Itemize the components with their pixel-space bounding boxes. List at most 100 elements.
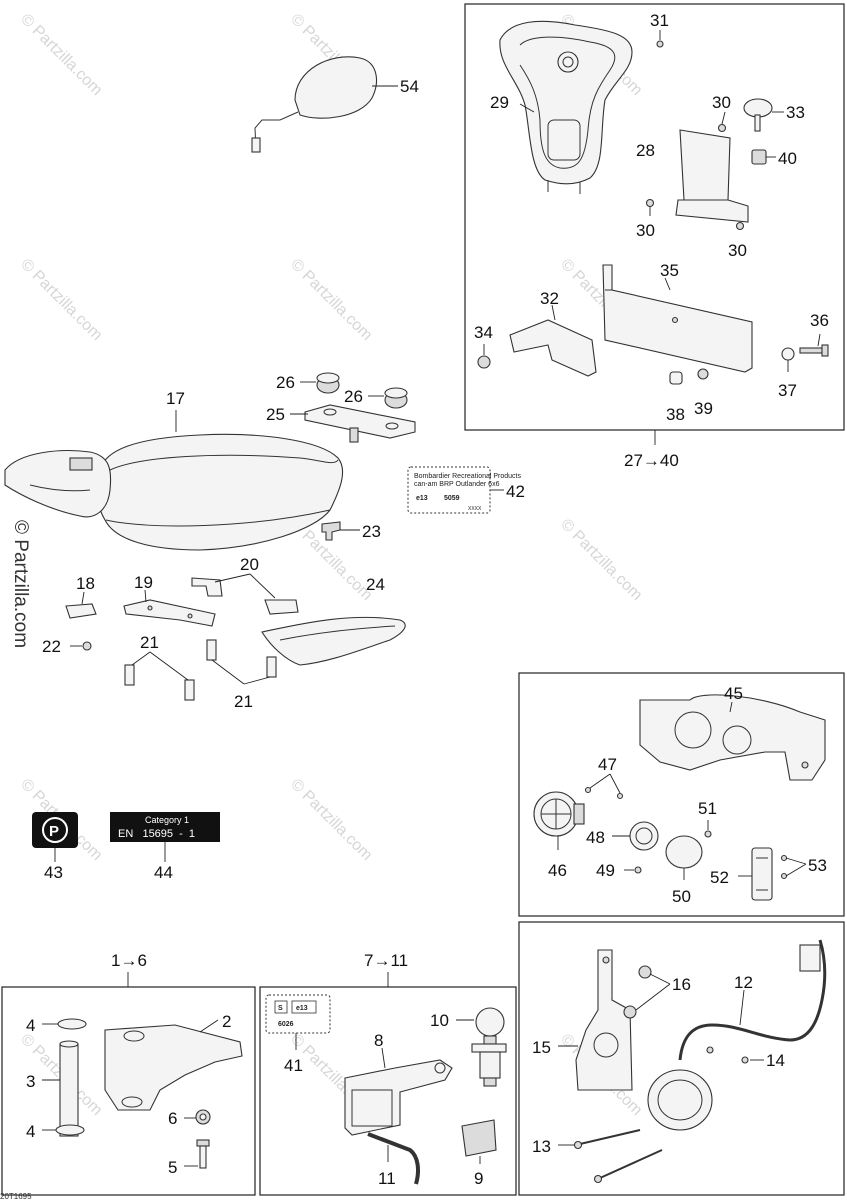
part-36-bolt[interactable] (799, 344, 829, 357)
part-22-nut[interactable] (82, 641, 92, 651)
callout-12[interactable]: 12 (734, 973, 753, 992)
callout-26-b[interactable]: 26 (344, 387, 363, 406)
callout-30-c[interactable]: 30 (728, 241, 747, 260)
callout-35[interactable]: 35 (660, 261, 679, 280)
part-50-lens[interactable] (665, 835, 703, 869)
callout-2[interactable]: 2 (222, 1012, 231, 1031)
part-51-screw[interactable] (704, 830, 712, 838)
part-4-clamp-bottom[interactable] (55, 1124, 85, 1136)
callout-49[interactable]: 49 (596, 861, 615, 880)
callout-7-11[interactable]: 7→11 (364, 951, 408, 970)
part-49-screw[interactable] (634, 866, 642, 874)
part-28-bracket[interactable] (675, 129, 749, 223)
part-14-nuts[interactable] (706, 1046, 749, 1064)
part-20-bracket-b[interactable] (264, 599, 299, 615)
callout-28[interactable]: 28 (636, 141, 655, 160)
callout-44[interactable]: 44 (154, 863, 173, 882)
part-26-grommet-b[interactable] (384, 387, 408, 409)
part-2-hitch-bracket[interactable] (104, 1024, 243, 1111)
callout-8[interactable]: 8 (374, 1031, 383, 1050)
part-13-screws[interactable] (573, 1129, 663, 1184)
callout-6[interactable]: 6 (168, 1109, 177, 1128)
part-43-park-decal[interactable]: P (32, 812, 78, 848)
part-16-nuts[interactable] (623, 965, 652, 1019)
callout-4-a[interactable]: 4 (26, 1016, 35, 1035)
callout-53[interactable]: 53 (808, 856, 827, 875)
part-3-pin[interactable] (59, 1040, 79, 1137)
part-44-category-decal[interactable]: Category 1 EN 15695 - 1 (110, 812, 220, 842)
part-20-bracket-a[interactable] (191, 577, 223, 597)
callout-18[interactable]: 18 (76, 574, 95, 593)
callout-26-a[interactable]: 26 (276, 373, 295, 392)
part-30-screw-b[interactable] (645, 198, 655, 208)
callout-48[interactable]: 48 (586, 828, 605, 847)
callout-14[interactable]: 14 (766, 1051, 785, 1070)
part-40-spacer[interactable] (751, 149, 767, 165)
part-11-pin[interactable] (367, 1132, 420, 1185)
part-5-bolt[interactable] (196, 1139, 210, 1169)
callout-37[interactable]: 37 (778, 381, 797, 400)
callout-20[interactable]: 20 (240, 555, 259, 574)
callout-46[interactable]: 46 (548, 861, 567, 880)
callout-24[interactable]: 24 (366, 575, 385, 594)
callout-15[interactable]: 15 (532, 1038, 551, 1057)
part-26-grommet-a[interactable] (316, 372, 340, 394)
callout-38[interactable]: 38 (666, 405, 685, 424)
part-21-standoffs[interactable] (124, 639, 277, 701)
callout-52[interactable]: 52 (710, 868, 729, 887)
part-34-nut[interactable] (477, 355, 491, 369)
part-41-label[interactable]: S e13 6026 (265, 994, 331, 1034)
part-socket-housing[interactable] (647, 1069, 713, 1131)
part-8-receiver[interactable] (344, 1059, 453, 1136)
part-48-bulb[interactable] (629, 821, 659, 851)
part-19-rail[interactable] (123, 599, 216, 627)
callout-11[interactable]: 11 (378, 1169, 396, 1188)
part-23-clip[interactable] (321, 521, 341, 541)
callout-1-6[interactable]: 1→6 (111, 951, 147, 970)
part-52-marker-light[interactable] (751, 847, 773, 901)
callout-19[interactable]: 19 (134, 573, 153, 592)
callout-54[interactable]: 54 (400, 77, 419, 96)
callout-9[interactable]: 9 (474, 1169, 483, 1188)
callout-30-a[interactable]: 30 (712, 93, 731, 112)
part-25-bracket[interactable] (304, 404, 416, 443)
callout-33[interactable]: 33 (786, 103, 805, 122)
part-53-screws[interactable] (780, 854, 788, 880)
callout-51[interactable]: 51 (698, 799, 717, 818)
callout-32[interactable]: 32 (540, 289, 559, 308)
callout-29[interactable]: 29 (490, 93, 509, 112)
part-37-washer[interactable] (781, 347, 795, 361)
callout-45[interactable]: 45 (724, 684, 743, 703)
part-18-bracket[interactable] (65, 603, 97, 619)
part-9-decal[interactable] (461, 1119, 497, 1157)
part-15-socket-bracket[interactable] (575, 949, 633, 1091)
callout-42[interactable]: 42 (506, 482, 525, 501)
part-30-screw-a[interactable] (717, 123, 727, 133)
callout-43[interactable]: 43 (44, 863, 63, 882)
part-39-nut[interactable] (697, 368, 709, 380)
callout-13[interactable]: 13 (532, 1137, 551, 1156)
part-33-knob[interactable] (743, 98, 773, 132)
part-17-seat[interactable] (4, 433, 344, 551)
callout-41[interactable]: 41 (284, 1056, 303, 1075)
part-29-backrest[interactable] (499, 20, 633, 194)
part-46-headlight[interactable] (533, 791, 585, 837)
callout-17[interactable]: 17 (166, 389, 185, 408)
callout-23[interactable]: 23 (362, 522, 381, 541)
callout-5[interactable]: 5 (168, 1158, 177, 1177)
callout-40[interactable]: 40 (778, 149, 797, 168)
callout-27-40[interactable]: 27→40 (624, 451, 679, 470)
callout-4-b[interactable]: 4 (26, 1122, 35, 1141)
callout-36[interactable]: 36 (810, 311, 829, 330)
callout-31[interactable]: 31 (650, 11, 669, 30)
part-4-clamp-top[interactable] (57, 1018, 87, 1030)
part-45-light-bracket[interactable] (639, 694, 826, 781)
part-31-screw[interactable] (656, 40, 664, 48)
part-38-spacer[interactable] (669, 371, 683, 385)
callout-10[interactable]: 10 (430, 1011, 449, 1030)
callout-25[interactable]: 25 (266, 405, 285, 424)
part-10-hitch-ball[interactable] (471, 1007, 507, 1087)
callout-22[interactable]: 22 (42, 637, 61, 656)
part-12-harness[interactable] (678, 939, 827, 1061)
callout-50[interactable]: 50 (672, 887, 691, 906)
